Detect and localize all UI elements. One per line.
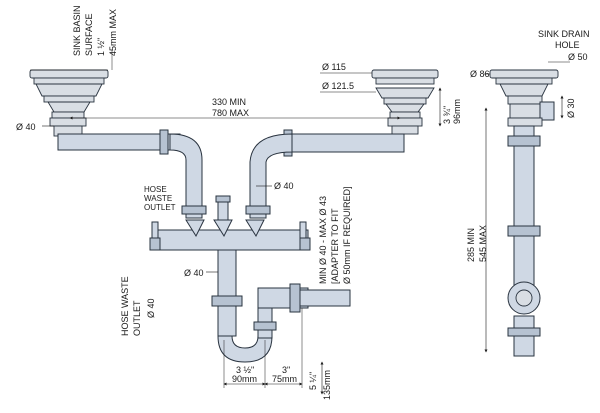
label-left-height-mm: 45mm MAX (108, 9, 118, 56)
label-d40-left: Ø 40 (16, 122, 36, 132)
label-right-height-mm: 96mm (452, 99, 462, 124)
dimension-lines (42, 50, 570, 395)
label-d40-bottom: Ø 40 (184, 268, 204, 278)
label-dim-75-mm: 75mm (272, 374, 297, 384)
label-d1215: Ø 121.5 (322, 81, 354, 91)
right-basin-strainer (371, 69, 439, 135)
label-span-max: 780 MAX (212, 108, 249, 118)
label-hose-waste-outlet-side-1: HOSE WASTE (120, 276, 130, 336)
label-min-max-3: Ø 50mm IF REQUIRED] (342, 186, 352, 284)
label-d40-side: Ø 40 (146, 298, 156, 318)
label-right-height-frac: 3 ¾" (442, 106, 452, 124)
label-dim-135-mm: 135mm (322, 370, 332, 400)
label-d30: Ø 30 (566, 98, 576, 118)
label-dim-75-frac: 3" (282, 365, 290, 375)
label-dim-135-frac: 5 ¼" (308, 372, 318, 390)
label-min-max-1: MIN Ø 40 - MAX Ø 43 (318, 196, 328, 284)
side-view-assembly (489, 69, 559, 357)
label-sink-drain-hole-1: SINK DRAIN (538, 29, 590, 39)
waste-pipework (57, 129, 405, 363)
label-side-min: 285 MIN (466, 228, 476, 262)
label-sink-basin-surface-1: SINK BASIN (72, 5, 82, 56)
labels: SINK BASIN SURFACE 1 ½" 45mm MAX Ø 115 Ø… (16, 5, 590, 400)
left-basin-strainer (29, 69, 109, 137)
label-side-max: 545 MAX (478, 225, 488, 262)
label-hose-waste-outlet-side-2: OUTLET (132, 300, 142, 336)
label-left-height-frac: 1 ½" (96, 38, 106, 56)
label-d86: Ø 86 (470, 69, 490, 79)
label-dim-90-mm: 90mm (232, 374, 257, 384)
label-dim-90-frac: 3 ½" (236, 365, 254, 375)
label-hose-waste-outlet-top-1: HOSE (144, 185, 167, 194)
label-d50: Ø 50 (568, 52, 588, 62)
label-hose-waste-outlet-top-3: OUTLET (144, 203, 176, 212)
label-d40-mid: Ø 40 (274, 181, 294, 191)
label-sink-basin-surface-2: SURFACE (84, 13, 94, 56)
label-min-max-2: [ADAPTER TO FIT (330, 208, 340, 284)
label-d115: Ø 115 (322, 62, 346, 72)
label-hose-waste-outlet-top-2: WASTE (144, 194, 172, 203)
label-span-min: 330 MIN (212, 97, 246, 107)
label-sink-drain-hole-2: HOLE (555, 40, 580, 50)
